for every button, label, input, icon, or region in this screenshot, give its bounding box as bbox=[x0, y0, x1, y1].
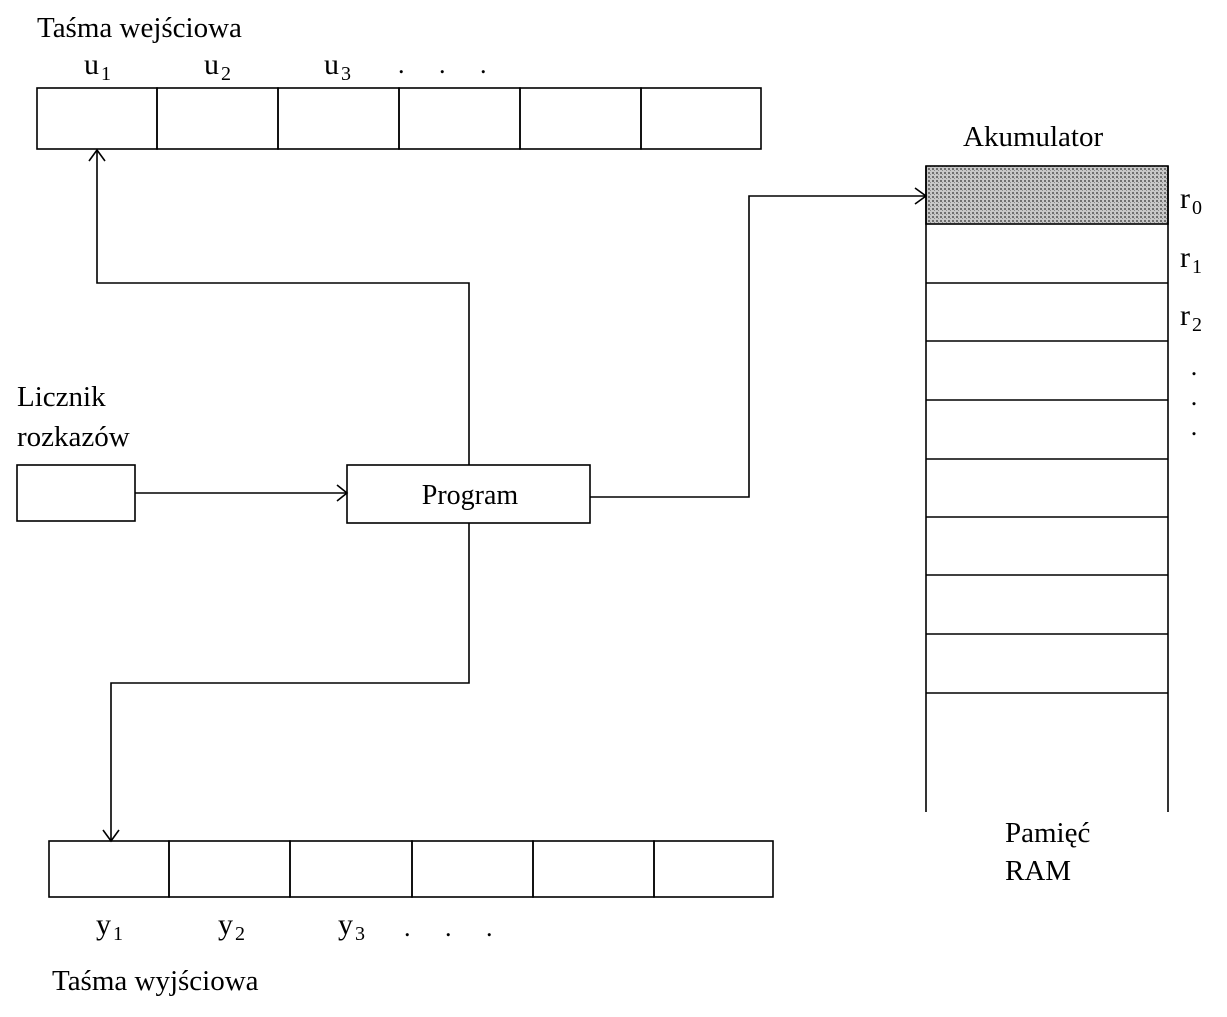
input-tape-cell-3 bbox=[277, 87, 400, 150]
output-tape-cell-4 bbox=[411, 840, 534, 898]
output-tape-cell-1 bbox=[48, 840, 170, 898]
output-tape-title: Taśma wyjściowa bbox=[52, 965, 259, 997]
arrowhead-input bbox=[88, 148, 106, 162]
arrowhead-output bbox=[102, 829, 120, 843]
arrowhead-memory bbox=[914, 187, 928, 205]
connector-program-to-input bbox=[96, 150, 470, 465]
counter-label-line2: rozkazów bbox=[17, 421, 130, 453]
connectors bbox=[88, 148, 928, 843]
output-tape-cell-3 bbox=[289, 840, 413, 898]
input-tape-cell-1 bbox=[36, 87, 158, 150]
memory-title-line1: Pamięć bbox=[1005, 817, 1091, 849]
input-tape-cell-4 bbox=[398, 87, 521, 150]
arrowhead-program bbox=[336, 484, 349, 502]
counter-box bbox=[16, 464, 136, 522]
memory-title-line2: RAM bbox=[1005, 855, 1072, 887]
connector-program-to-output bbox=[110, 523, 470, 841]
input-tape bbox=[36, 87, 762, 150]
output-tape-cell-2 bbox=[168, 840, 291, 898]
output-ellipsis: . . . bbox=[404, 913, 507, 942]
input-ellipsis: . . . bbox=[398, 50, 501, 79]
register-dots: ... bbox=[1190, 352, 1198, 441]
input-tape-cell-5 bbox=[519, 87, 642, 150]
input-tape-cell-2 bbox=[156, 87, 279, 150]
output-tape-cell-5 bbox=[532, 840, 655, 898]
input-tape-title: Taśma wejściowa bbox=[37, 12, 242, 44]
accumulator-cell bbox=[925, 165, 1169, 225]
counter-label-line1: Licznik bbox=[17, 381, 106, 413]
output-tape-cell-6 bbox=[653, 840, 774, 898]
connector-program-to-memory bbox=[590, 195, 926, 498]
accumulator-label: Akumulator bbox=[963, 121, 1104, 153]
output-tape bbox=[48, 840, 774, 898]
program-label: Program bbox=[422, 480, 519, 511]
input-tape-cell-6 bbox=[640, 87, 762, 150]
memory bbox=[925, 165, 1169, 812]
